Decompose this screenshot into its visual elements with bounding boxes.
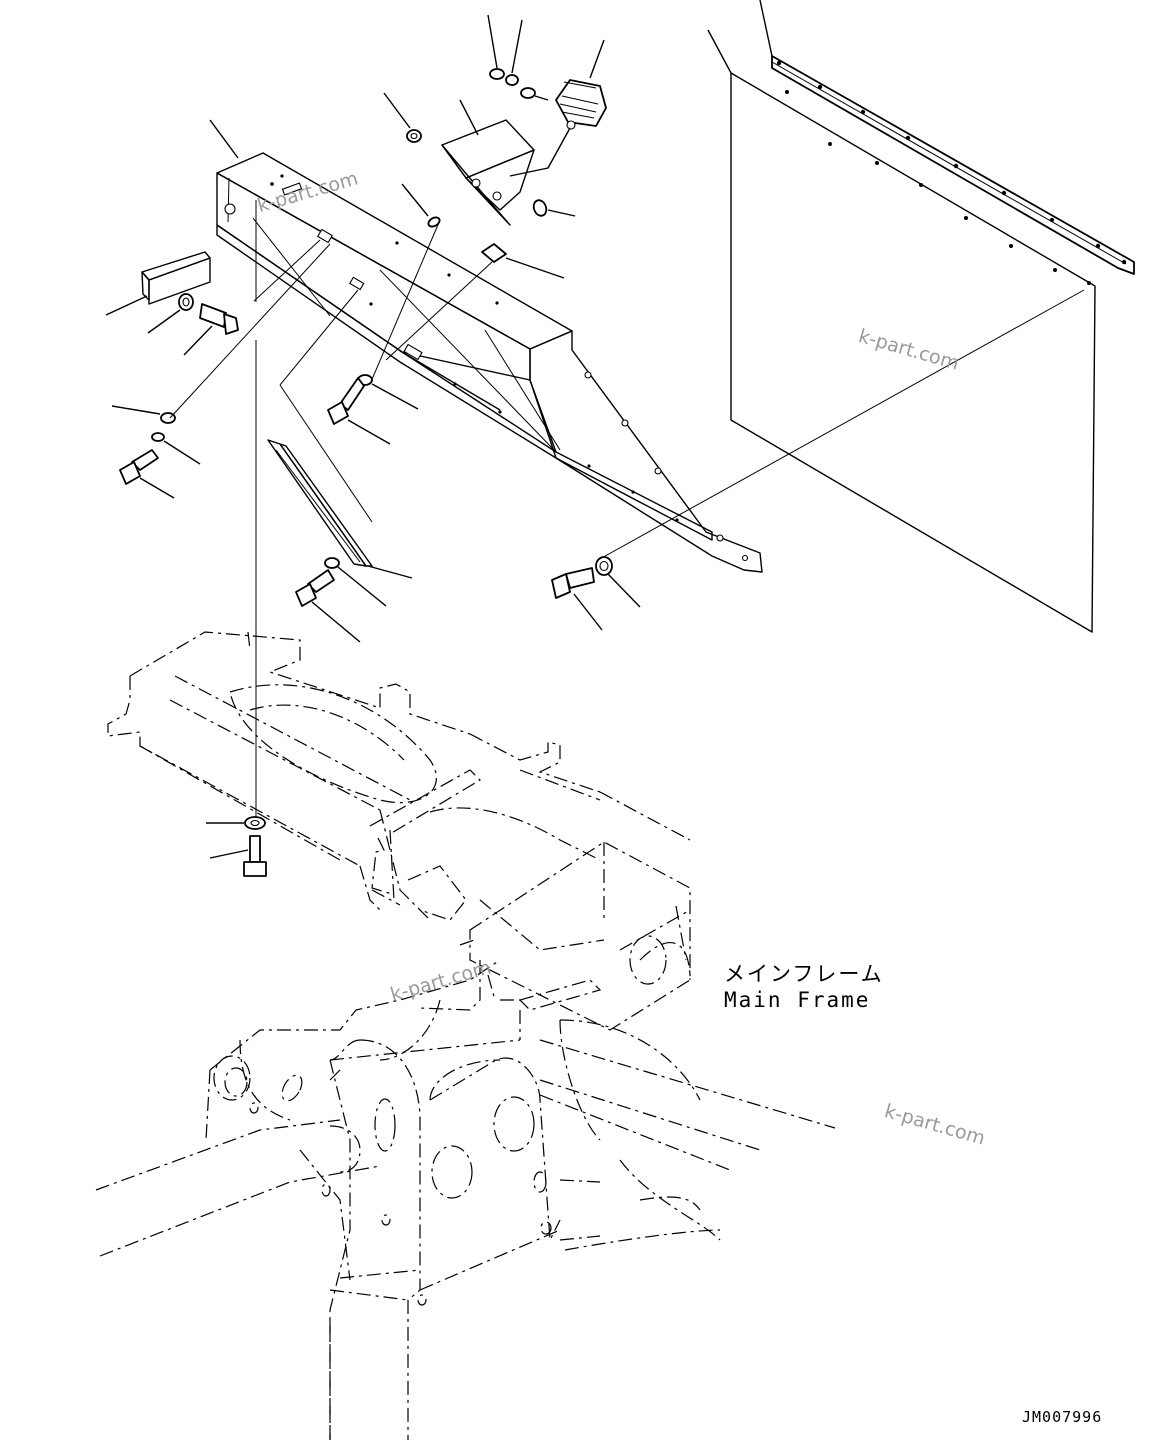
lamp-small-parts	[383, 92, 576, 279]
main-frame-label-jp: メインフレーム	[724, 962, 884, 986]
lower-strip	[267, 439, 413, 579]
bolts-washers	[111, 293, 641, 877]
drawing-code: JM007996	[1022, 1408, 1103, 1426]
lamp-connector	[487, 14, 536, 99]
small-l-bracket	[105, 251, 211, 316]
main-frame-outline	[95, 631, 836, 1440]
work-lamp	[509, 39, 607, 177]
lamp-bracket	[441, 99, 535, 226]
assembly-lines	[169, 200, 1085, 818]
mud-flap	[707, 0, 1135, 633]
main-frame-label-en: Main Frame	[724, 988, 871, 1012]
